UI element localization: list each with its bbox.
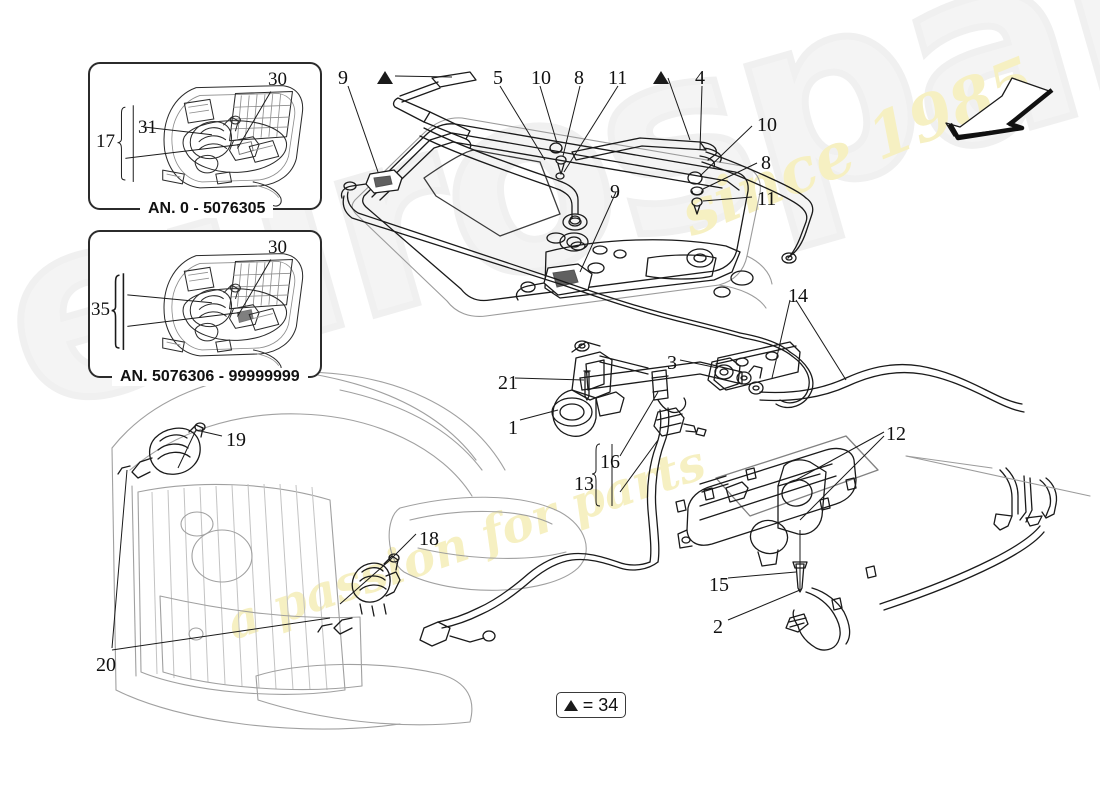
legend-triangle-icon [563, 699, 578, 711]
lower-hose-run [419, 455, 1091, 651]
callout-9-right: 9 [610, 181, 620, 203]
callout-19: 19 [226, 429, 246, 451]
inset-top-label-30: 30 [268, 69, 287, 90]
callout-11-right: 11 [757, 188, 777, 210]
inset-top-caption: AN. 0 - 5076305 [140, 200, 274, 218]
inset-bottom-label-35: 35 [91, 299, 110, 320]
washer-hose-upper [342, 191, 745, 339]
callout-11-top: 11 [608, 67, 628, 89]
inset-top-drawing: .i { fill:none; stroke:#2b2b2b; stroke-w… [117, 85, 304, 207]
triangle-marker-2 [653, 71, 669, 84]
washer-tube-14 [713, 341, 1025, 413]
bracket-13-16 [591, 443, 613, 507]
wiper-arm-right [571, 137, 814, 264]
washer-nozzle-left [340, 169, 403, 199]
callout-12: 12 [886, 423, 906, 445]
callout-14: 14 [788, 285, 808, 307]
inset-box-bottom: 35 30 [88, 230, 322, 378]
callout-13: 13 [574, 473, 594, 495]
horn-unit-18 [317, 553, 401, 635]
callout-16: 16 [600, 451, 620, 473]
callout-9-left: 9 [338, 67, 348, 89]
inset-bottom-drawing [111, 253, 304, 375]
inset-bottom-label-30: 30 [268, 237, 287, 258]
callout-18: 18 [419, 528, 439, 550]
washer-reservoir-assembly [675, 435, 879, 593]
washer-hose-center [646, 397, 707, 563]
legend-equals: = [582, 694, 594, 715]
callout-20: 20 [96, 654, 116, 676]
direction-arrow [945, 77, 1054, 141]
callout-4: 4 [695, 67, 705, 89]
fasteners-top-right [687, 171, 704, 215]
triangle-marker-1 [377, 71, 393, 84]
inset-bottom-caption: AN. 5076306 - 99999999 [112, 368, 308, 386]
callout-3: 3 [667, 352, 677, 374]
callout-10-right: 10 [757, 114, 777, 136]
inset-box-top: .i { fill:none; stroke:#2b2b2b; stroke-w… [88, 62, 322, 210]
callout-15: 15 [709, 574, 729, 596]
callout-10-top: 10 [531, 67, 551, 89]
fasteners-top-center [549, 142, 567, 180]
inset-top-label-17: 17 [96, 131, 115, 152]
callout-1: 1 [508, 417, 518, 439]
callout-2: 2 [713, 616, 723, 638]
wiper-arm-left [392, 71, 581, 225]
callout-21: 21 [498, 372, 518, 394]
leader-lines [111, 75, 885, 651]
callout-8-top: 8 [574, 67, 584, 89]
callout-5: 5 [493, 67, 503, 89]
callout-8-right: 8 [761, 152, 771, 174]
legend-box: = 34 [556, 692, 626, 718]
legend-value: 34 [598, 694, 619, 715]
inset-top-label-31: 31 [138, 117, 157, 138]
